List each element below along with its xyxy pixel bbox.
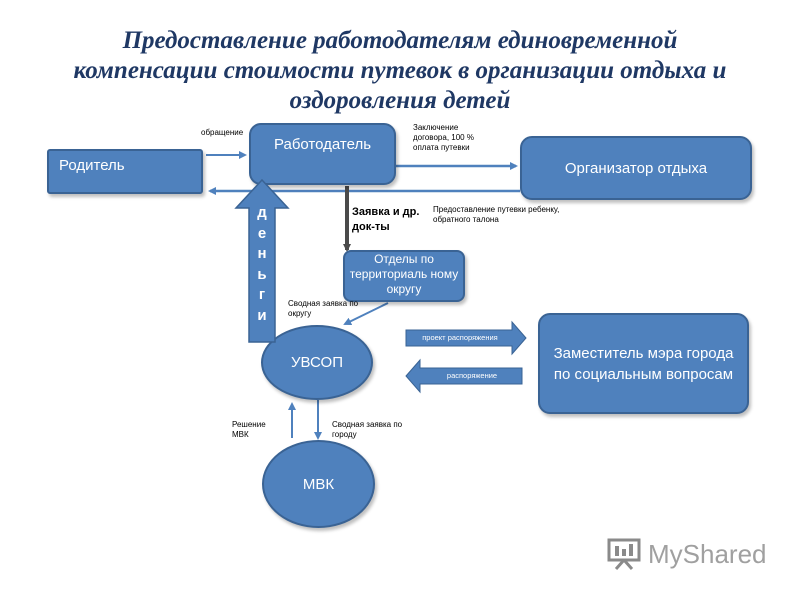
block-arrow-order xyxy=(405,358,523,394)
money-letter: н xyxy=(257,245,267,262)
mvk-decision-label: Решение МВК xyxy=(232,420,266,439)
node-employer: Работодатель xyxy=(249,123,396,185)
arrow-departments-to-uvsop xyxy=(343,302,389,325)
money-letters: д е н ь г и xyxy=(252,203,272,326)
title-line-2: компенсации стоимости путевок в организа… xyxy=(73,57,727,84)
node-uvsop-label: УВСОП xyxy=(291,354,343,371)
node-mvk: МВК xyxy=(262,440,375,528)
logo-text: MyShared xyxy=(648,538,767,569)
contract-label: Заключение договора, 100 % оплата путевк… xyxy=(413,123,474,152)
title-line-1: Предоставление работодателям единовремен… xyxy=(122,27,678,54)
node-deputy-label: Заместитель мэра города по социальным во… xyxy=(553,344,734,383)
node-employer-label: Работодатель xyxy=(273,136,372,153)
node-departments: Отделы по территориаль ному округу xyxy=(343,250,465,302)
money-letter: и xyxy=(257,306,267,324)
node-parent: Родитель xyxy=(47,149,203,194)
node-deputy: Заместитель мэра города по социальным во… xyxy=(538,313,749,414)
node-organizer: Организатор отдыха xyxy=(520,136,752,200)
node-uvsop: УВСОП xyxy=(261,325,373,400)
city-summary-label: Сводная заявка по городу xyxy=(332,420,403,439)
watermark-logo: MyShared xyxy=(606,538,767,570)
node-mvk-label: МВК xyxy=(302,475,335,493)
block-arrow-draft-order xyxy=(405,320,527,356)
order-label: распоряжение xyxy=(446,371,498,380)
money-letter: д xyxy=(257,204,267,221)
title-line-3: оздоровления детей xyxy=(289,87,511,114)
draft-order-label: проект распоряжения xyxy=(422,333,498,342)
money-arrow xyxy=(234,178,290,343)
slide-title: Предоставление работодателям единовремен… xyxy=(30,26,770,116)
money-letter: г xyxy=(258,286,266,303)
presentation-board-icon xyxy=(607,538,641,570)
money-letter: е xyxy=(257,224,267,242)
application-label: Заявка и др. док-ты xyxy=(352,206,420,233)
district-summary-label: Сводная заявка по округу xyxy=(288,299,359,318)
appeal-label: обращение xyxy=(201,128,244,137)
money-letter: ь xyxy=(257,265,267,283)
node-parent-label: Родитель xyxy=(59,157,125,174)
provision-label: Предоставление путевки ребенку, обратног… xyxy=(433,205,560,224)
node-departments-label: Отделы по территориаль ному округу xyxy=(349,252,459,296)
node-organizer-label: Организатор отдыха xyxy=(564,159,708,177)
